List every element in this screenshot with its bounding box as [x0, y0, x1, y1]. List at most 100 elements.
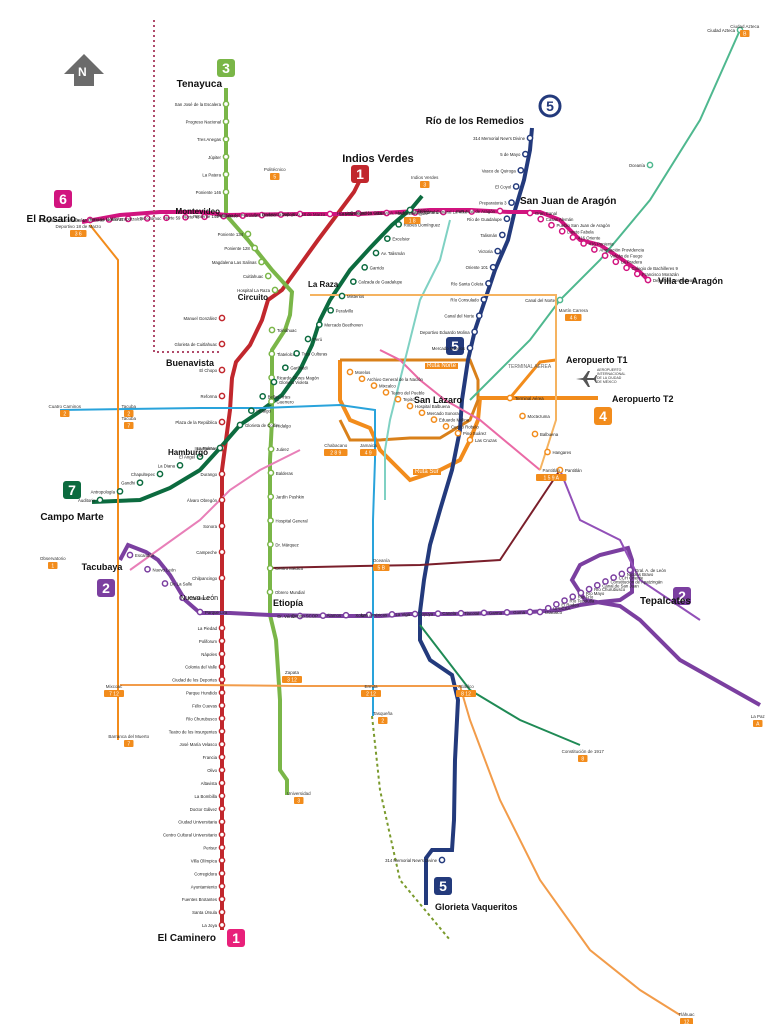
connection-label: Mixcoac [106, 684, 123, 689]
station-dot [270, 378, 278, 386]
station-dot [585, 585, 593, 593]
route-lines [59, 20, 761, 1016]
station-label: El Ángel [179, 455, 195, 460]
station-dot [86, 216, 94, 224]
station-dot [247, 407, 255, 415]
station-dot [267, 493, 275, 501]
terminal-label-etiopia: Etiopía [273, 598, 304, 608]
station-label: Hidalgo [276, 423, 291, 428]
station-label: Eduardo Molina [439, 418, 470, 423]
station-label: Corregidora [194, 871, 217, 876]
station-label: Plaza de la República [175, 420, 217, 425]
line-pink-connector [379, 349, 541, 471]
station-dot [218, 522, 226, 530]
station-dot [218, 702, 226, 709]
line-badge-number: 1 [232, 930, 240, 946]
connection-code: 2 [381, 719, 384, 725]
station-label: Río de Guadalupe [467, 217, 502, 222]
station-label: Moctezuma [528, 414, 551, 419]
station-dot [196, 453, 204, 461]
line-badge-number: 2 [102, 580, 110, 596]
terminal-label-el-rosario: El Rosario [27, 214, 76, 225]
station-label: Canal del Norte [444, 314, 474, 319]
line-badge-1: 1 [227, 929, 245, 947]
station-label: La Villa [339, 212, 354, 217]
connection-label: La Paz [751, 714, 766, 719]
station-label: Sonora [203, 524, 217, 529]
station-label: Archivo General de la Nación [367, 377, 423, 382]
station-label: Volcán de Fuego [610, 254, 643, 259]
station-label: Centro Médico [275, 566, 304, 571]
station-label: 314 Memorial New's Divine [473, 136, 526, 141]
connection-code: 12 [684, 1020, 690, 1025]
station-dot [179, 594, 186, 602]
station-dot [218, 869, 226, 877]
station-dot [591, 246, 598, 253]
station-label: Manuel González [184, 316, 217, 321]
terminal-label-nuevo-leon: Nuevo León [180, 595, 218, 602]
terminal-label-campo-marte: Campo Marte [40, 512, 104, 523]
station-dot [633, 270, 641, 278]
station-label: Doctor Gálvez [190, 807, 217, 812]
line-badge-1: 1 [351, 165, 369, 183]
line-pink-diagonal [129, 449, 301, 571]
station-dot [561, 597, 568, 604]
connection-code: 2 [63, 412, 66, 418]
connection-code: 2 8 9 [330, 451, 341, 457]
station-dot [218, 779, 226, 787]
station-dot [296, 612, 304, 620]
station-dot [610, 574, 617, 581]
station-label: Tlacotal [464, 611, 479, 616]
airplane-icon [576, 371, 597, 387]
station-label: Balbuena [540, 432, 559, 437]
station-label: Mixcalco [379, 384, 396, 389]
station-dot [370, 382, 378, 389]
connection-label: Politécnico [264, 167, 286, 172]
station-label: Las Cruzas [475, 438, 497, 443]
line-badge-2: 2 [673, 587, 691, 605]
station-dot [96, 496, 104, 504]
station-label: Ciudad Azteca [707, 28, 735, 33]
airport-caption-line: INTERNACIONAL [597, 372, 626, 376]
station-label: Tezozómoc [140, 216, 163, 221]
station-dot [222, 135, 230, 143]
line-east-connector [469, 29, 741, 401]
station-label: La Piedad [198, 626, 218, 631]
line-badge-7: 7 [63, 481, 81, 499]
station-dot [267, 445, 275, 453]
station-label: UAM Azcapotzalco [106, 216, 143, 221]
station-dot [531, 430, 539, 438]
station-label: Álvaro Obregón [187, 498, 218, 503]
line-badge-number: 1 [356, 166, 364, 182]
station-label: Garibaldi [290, 366, 307, 371]
station-dot [454, 429, 462, 437]
airport-caption-line: DE LA CIUDAD [597, 376, 622, 380]
station-label: Hospital General La Villa [419, 210, 467, 215]
station-label: 5 de Mayo [500, 152, 521, 157]
station-dot [201, 213, 208, 221]
station-dot [517, 166, 525, 174]
station-label: Perisur [203, 846, 217, 851]
station-dot [489, 263, 497, 271]
station-dot [503, 215, 511, 223]
station-dot [315, 321, 323, 329]
station-label: Pantitlán [565, 468, 582, 473]
line-badge-number: 5 [439, 878, 447, 894]
station-dot [430, 416, 438, 423]
station-label: Xola [355, 613, 364, 618]
station-dot [218, 418, 226, 426]
terminal-label-indios-verdes: Indios Verdes [342, 153, 414, 165]
station-dot [218, 663, 226, 671]
line-badge-6: 6 [54, 190, 72, 208]
station-label: Mercado Beethoven [324, 323, 363, 328]
station-dot [218, 715, 226, 722]
connection-code: 1 [51, 564, 54, 570]
connection-code: 5 [273, 175, 276, 181]
station-label: Tres Anegas [197, 137, 221, 142]
